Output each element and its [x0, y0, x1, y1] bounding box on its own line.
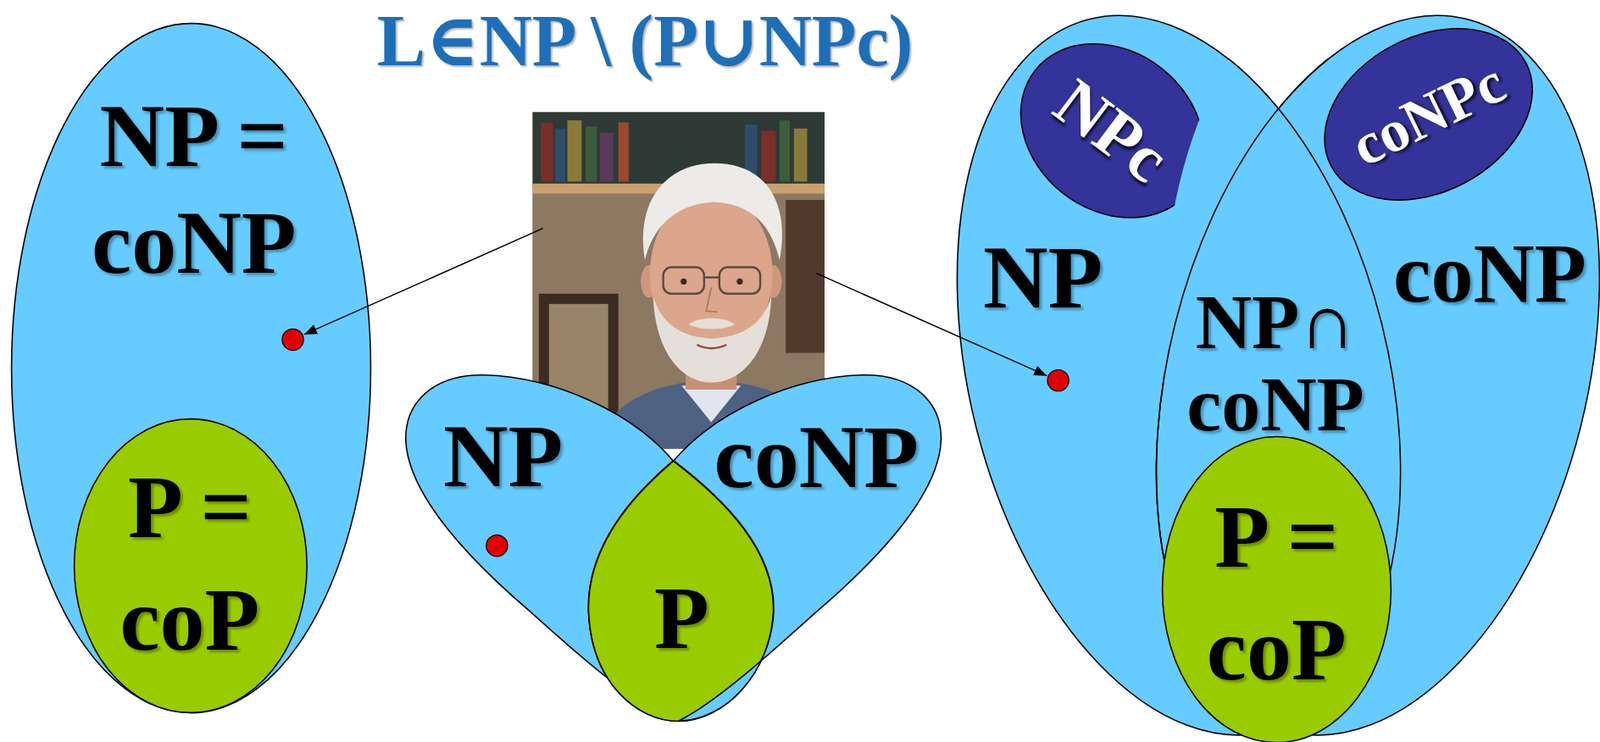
pointer-arrow [816, 273, 1047, 377]
region-outline [1085, 0, 1600, 742]
eye [680, 278, 687, 285]
label-holder: NP [983, 223, 1103, 332]
region-outline [1161, 436, 1391, 742]
book [618, 122, 629, 182]
neck [685, 336, 737, 390]
face [650, 191, 773, 356]
set-ellipse: P = coP [71, 416, 311, 717]
label-holder: P = coP [100, 451, 279, 677]
set-ellipse: NP NPcNP∩ coNP P = coP [949, 10, 1409, 740]
glasses [663, 266, 705, 294]
language-dot [486, 535, 508, 557]
set-label: P = coP [1187, 481, 1366, 706]
ear [765, 265, 782, 299]
book [744, 124, 757, 182]
hair [643, 163, 783, 261]
label-holder: coNP [714, 403, 919, 512]
picture-frame [785, 200, 825, 354]
region-outline [673, 375, 942, 722]
language-dot [1047, 369, 1069, 391]
set-label: P [654, 564, 710, 673]
set-label: P = coP [100, 451, 279, 677]
nose [705, 288, 717, 313]
complete-class-ellipse: coNPc [1320, 24, 1536, 205]
language-dot [282, 328, 304, 350]
set-label: coNP [714, 403, 919, 512]
book [585, 126, 597, 182]
ear [640, 265, 657, 299]
book [555, 128, 566, 183]
set-label: NP [983, 223, 1103, 332]
label-holder: NPc [1051, 89, 1173, 172]
moustache [688, 318, 735, 330]
pointer-arrow [304, 228, 544, 335]
set-ellipse: NP = coNP P = coP [8, 20, 374, 717]
region-outline [11, 23, 371, 714]
set-ellipse: P = coP [1159, 434, 1395, 742]
book [779, 120, 790, 182]
label-holder: NP [443, 402, 563, 511]
region-outline [74, 419, 308, 714]
book [566, 120, 582, 182]
label-holder: P = coP [1187, 481, 1366, 706]
eye [736, 278, 743, 285]
glasses-bridge [704, 276, 720, 278]
label-holder: coNP [1393, 222, 1587, 325]
book [794, 128, 808, 183]
mouth [696, 344, 727, 349]
label-holder: NP∩ coNP [1169, 281, 1382, 445]
title-holder: L∈NP \ (P∪NPc) [377, 0, 914, 82]
title: L∈NP \ (P∪NPc) [377, 0, 914, 82]
set-label: NP [443, 402, 563, 511]
bookshelf [533, 111, 825, 186]
label-holder: coNPc [1347, 78, 1509, 150]
set-label: NP = coNP [66, 83, 322, 297]
region-outline [1294, 0, 1563, 235]
book [600, 133, 614, 183]
label-holder: NP = coNP [66, 83, 322, 297]
region-outline [1085, 0, 1600, 742]
set-label: NP∩ coNP [1169, 281, 1382, 445]
label-holder: P [654, 564, 710, 673]
glasses [719, 266, 761, 294]
intersection-lens: NP∩ coNP P = coP [1143, 96, 1414, 740]
shelf-board [533, 183, 825, 195]
set-label: coNP [1393, 222, 1587, 325]
beard [653, 295, 773, 383]
set-leaf: coNP [583, 371, 945, 725]
book [761, 130, 776, 182]
book [540, 122, 553, 182]
